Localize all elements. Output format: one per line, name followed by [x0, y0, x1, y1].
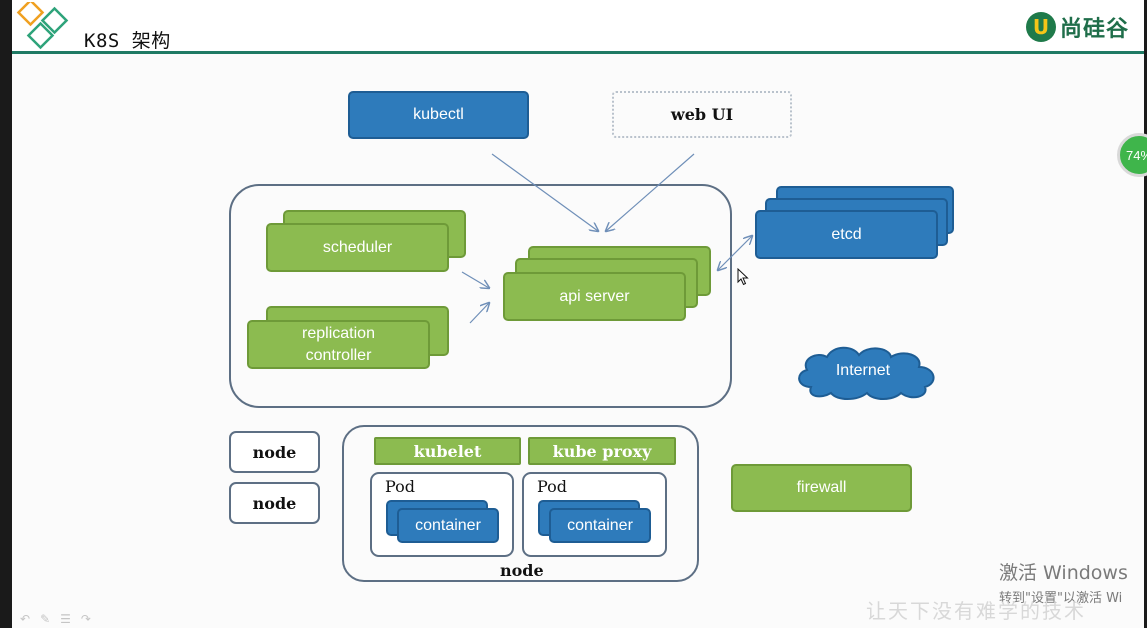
kubectl-box: kubectl — [348, 91, 529, 139]
windows-activation-notice: 激活 Windows 转到"设置"以激活 Wi — [999, 558, 1128, 606]
slide-header — [12, 0, 1144, 54]
activation-title: 激活 Windows — [999, 562, 1128, 584]
kubelet-box: kubelet — [374, 437, 521, 465]
pen-icon[interactable]: ✎ — [40, 612, 51, 626]
menu-icon[interactable]: ☰ — [60, 612, 71, 626]
progress-badge[interactable]: 74% — [1117, 133, 1147, 177]
firewall-box: firewall — [731, 464, 912, 512]
etcd-box: etcd — [755, 210, 938, 259]
back-arrow-icon[interactable]: ↶ — [20, 612, 31, 626]
pod-1-container: container — [397, 508, 499, 543]
api-server-box: api server — [503, 272, 686, 321]
window-frame-right — [1144, 0, 1147, 628]
mouse-cursor-icon — [737, 268, 749, 286]
node-box-2: node — [229, 482, 320, 524]
scheduler-box: scheduler — [266, 223, 449, 272]
brand-mark-icon: U — [1025, 12, 1056, 42]
brand-logo: U 尚硅谷 — [1025, 10, 1129, 44]
activation-subtitle: 转到"设置"以激活 Wi — [999, 591, 1123, 606]
header-divider — [12, 51, 1144, 54]
slide-title: K8S 架构 — [84, 30, 171, 52]
slide-toolbar: ↶ ✎ ☰ ↷ — [20, 612, 91, 626]
node-box-1: node — [229, 431, 320, 473]
brand-name: 尚硅谷 — [1059, 17, 1129, 42]
pod-1-label: Pod — [385, 477, 415, 496]
forward-arrow-icon[interactable]: ↷ — [80, 612, 91, 626]
diamond-logo-icon — [16, 2, 69, 50]
replication-controller-box: replication controller — [247, 320, 430, 369]
node-caption: node — [500, 561, 544, 580]
watermark-slogan: 让天下没有难学的技术 — [866, 599, 1086, 623]
worker-node-container — [342, 425, 699, 582]
internet-cloud-icon — [798, 346, 935, 400]
web-ui-box: web UI — [612, 91, 792, 138]
pod-2-container: container — [549, 508, 651, 543]
master-node-container — [229, 184, 732, 408]
window-frame-left — [0, 0, 12, 628]
internet-label: Internet — [835, 362, 891, 379]
kube-proxy-box: kube proxy — [528, 437, 676, 465]
pod-2-label: Pod — [537, 477, 567, 496]
